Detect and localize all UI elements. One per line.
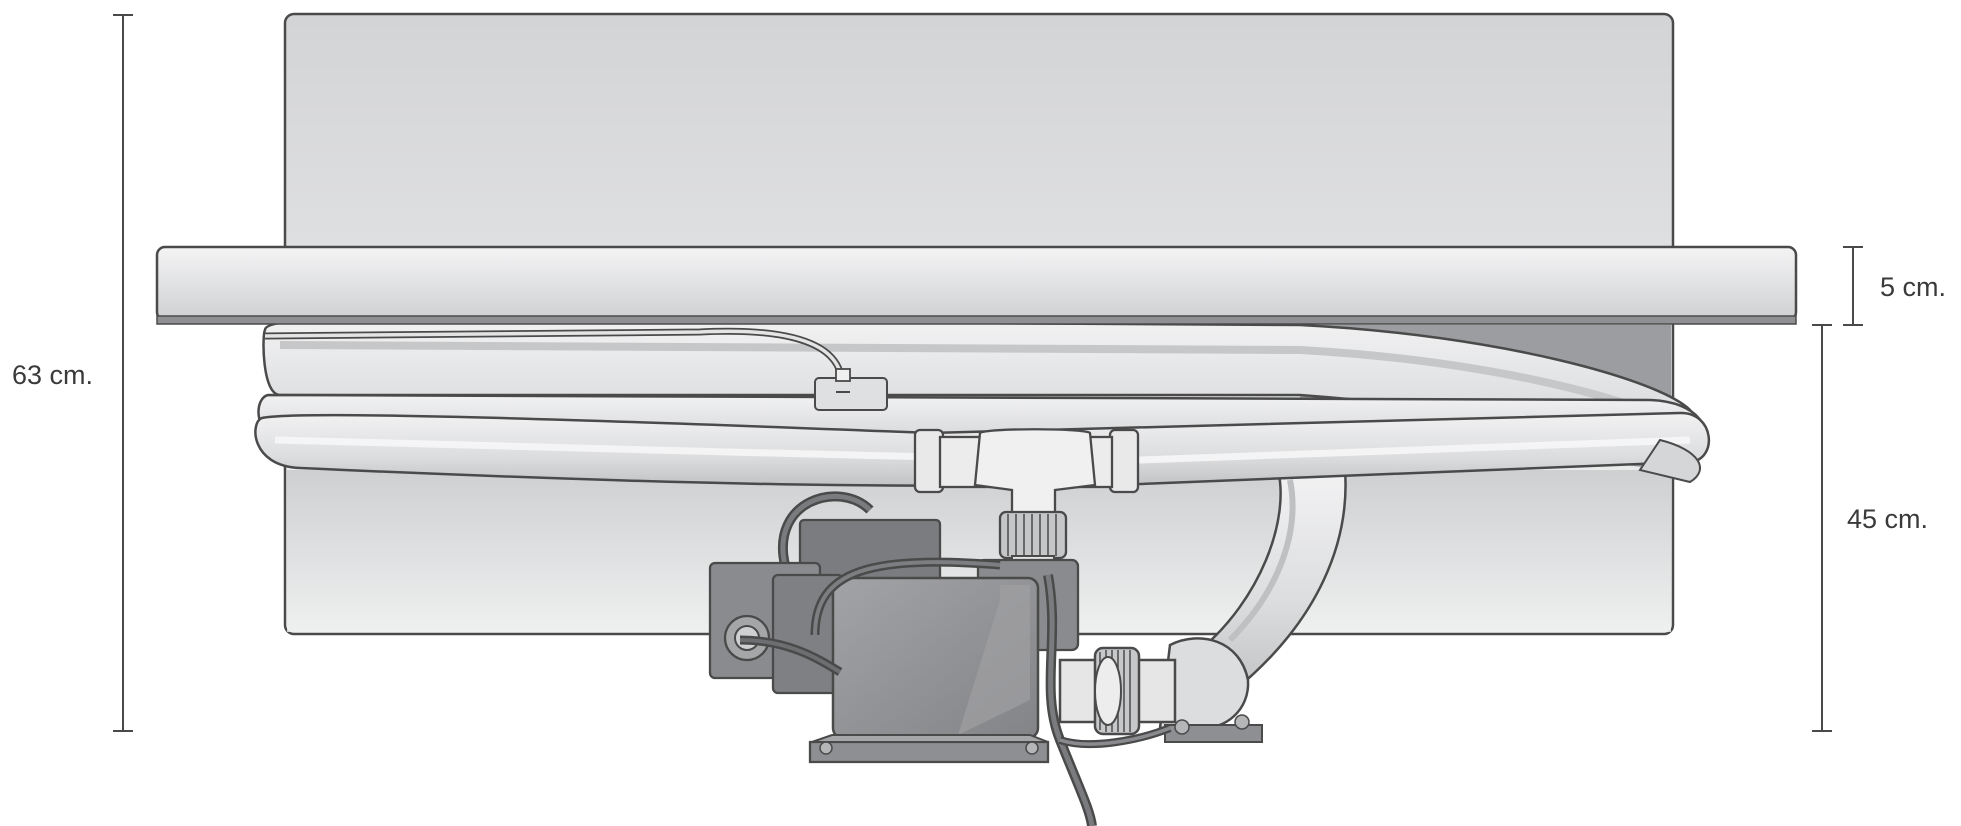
sensor-clip: [814, 377, 888, 411]
tub-rim-lip: [155, 245, 1798, 322]
dimension-lower-depth: [1812, 324, 1832, 732]
tee-fitting: [913, 428, 1140, 571]
elbow-fitting-icon: [1058, 468, 1347, 743]
dimension-label-lower-depth: 45 cm.: [1847, 504, 1928, 534]
dimension-label-lip-thickness: 5 cm.: [1880, 272, 1946, 302]
dimension-overall-height: [113, 14, 133, 732]
tub-rim-underside: [156, 315, 1797, 325]
dimension-label-overall-height: 63 cm.: [12, 360, 93, 390]
dimension-lip-thickness: [1843, 246, 1863, 326]
pump-motor-icon: [708, 491, 1172, 826]
